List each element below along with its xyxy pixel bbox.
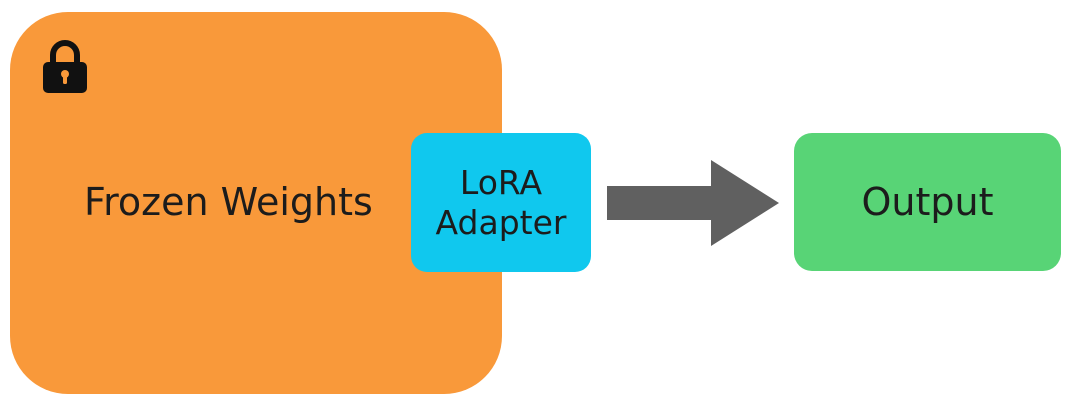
frozen-weights-label: Frozen Weights xyxy=(84,180,373,224)
right-arrow-icon xyxy=(607,160,779,246)
output-label: Output xyxy=(861,180,994,224)
lora-adapter-label-line1: LoRA xyxy=(459,162,543,202)
output-box: Output xyxy=(794,133,1061,271)
lora-adapter-box: LoRA Adapter xyxy=(411,133,591,272)
lora-adapter-label-line2: Adapter xyxy=(435,202,567,242)
lock-icon xyxy=(43,40,87,93)
